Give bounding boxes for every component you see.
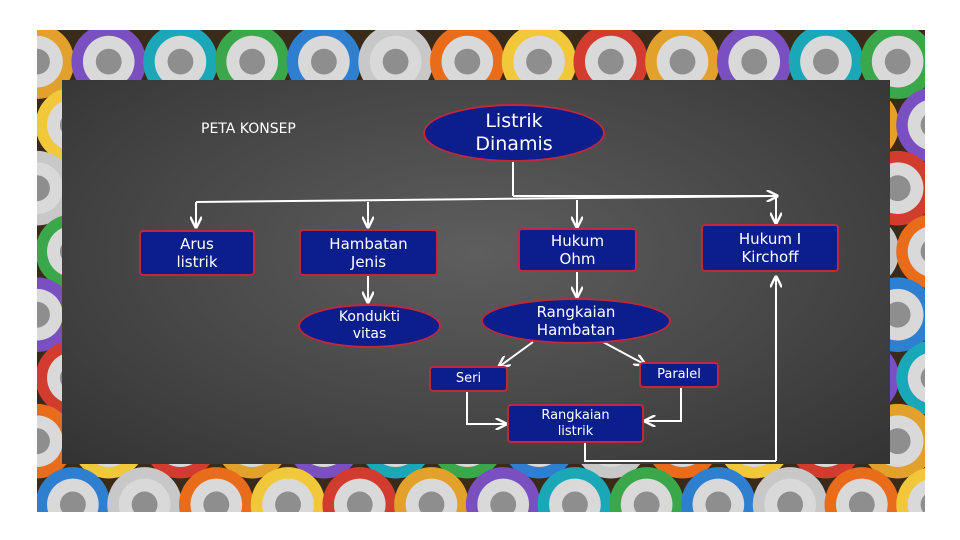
node-arus-listrik: Arus listrik <box>139 230 255 276</box>
arrow-to-seri <box>500 341 534 366</box>
node-seri: Seri <box>429 366 508 392</box>
diagram-title: PETA KONSEP <box>201 121 296 137</box>
node-listrik-dinamis: Listrik Dinamis <box>423 104 605 162</box>
node-konduktivitas: Kondukti vitas <box>298 304 441 348</box>
node-hukum-ohm: Hukum Ohm <box>518 228 637 272</box>
arrow-paralel-to-rangkaian-listrik <box>646 388 682 421</box>
node-paralel: Paralel <box>639 362 719 388</box>
node-rangkaian-listrik: Rangkaian listrik <box>507 404 644 443</box>
rangkaian-listrik-to-kirchoff-path <box>584 443 776 462</box>
arrow-seri-to-rangkaian-listrik <box>466 392 505 424</box>
node-hambatan-jenis: Hambatan Jenis <box>299 229 438 276</box>
node-rangkaian-hambatan: Rangkaian Hambatan <box>481 298 671 344</box>
node-hukum-kirchoff: Hukum I Kirchoff <box>701 224 839 272</box>
arrow-to-paralel <box>602 341 644 364</box>
